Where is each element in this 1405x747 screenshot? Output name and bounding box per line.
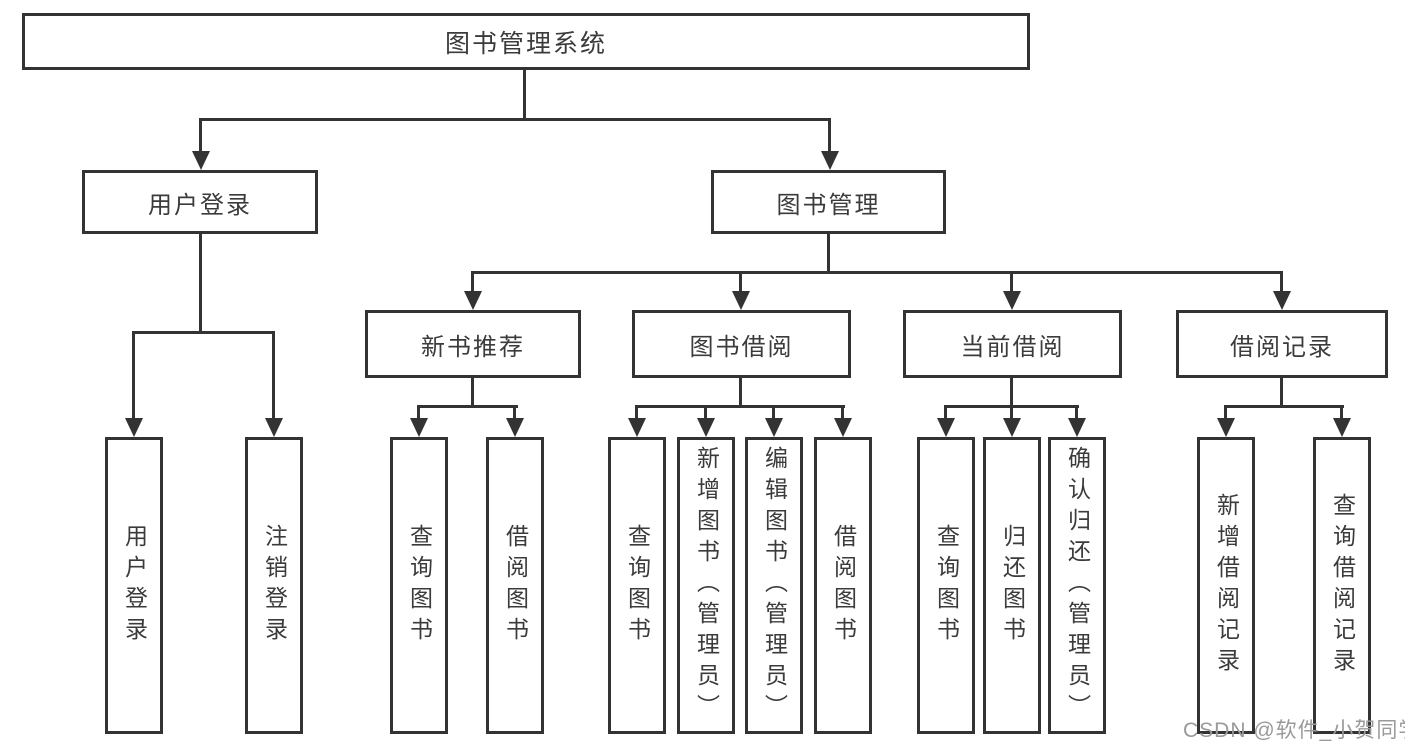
arrow-down (506, 418, 524, 437)
node-root: 图书管理系统 (22, 13, 1030, 70)
leaf-add-book-admin: 新增图书（管理员） (677, 437, 735, 734)
leaf-query-books-current: 查询图书 (917, 437, 975, 734)
connector-drop (635, 405, 638, 421)
connector-stem (471, 377, 474, 408)
arrow-down (1068, 418, 1086, 437)
leaf-user-login: 用户登录 (105, 437, 163, 734)
connector-stem (827, 233, 830, 274)
arrow-down (628, 418, 646, 437)
connector-drop (1075, 405, 1078, 421)
connector-drop (199, 118, 202, 154)
connector-stem (739, 377, 742, 408)
connector-drop (513, 405, 516, 421)
leaf-add-borrow-record: 新增借阅记录 (1197, 437, 1255, 734)
leaf-query-books-recommend: 查询图书 (390, 437, 448, 734)
arrow-down (697, 418, 715, 437)
leaf-query-borrow-record: 查询借阅记录 (1313, 437, 1371, 734)
arrow-down (834, 418, 852, 437)
leaf-edit-book-admin: 编辑图书（管理员） (745, 437, 803, 734)
connector-drop (944, 405, 947, 421)
leaf-confirm-return-admin: 确认归还（管理员） (1048, 437, 1106, 734)
connector-rail (1224, 405, 1344, 408)
connector-rail (471, 271, 1283, 274)
connector-drop (739, 271, 742, 294)
arrow-down (265, 418, 283, 437)
leaf-borrow-books-recommend: 借阅图书 (486, 437, 544, 734)
arrow-down (1003, 291, 1021, 310)
connector-drop (1224, 405, 1227, 421)
arrow-down (937, 418, 955, 437)
connector-drop (417, 405, 420, 421)
connector-drop (704, 405, 707, 421)
leaf-logout: 注销登录 (245, 437, 303, 734)
connector-drop (1010, 271, 1013, 294)
connector-drop (1280, 271, 1283, 294)
connector-drop (272, 331, 275, 421)
connector-stem (199, 233, 202, 334)
node-current-borrowing: 当前借阅 (903, 310, 1122, 378)
arrow-down (192, 151, 210, 170)
connector-drop (1010, 405, 1013, 421)
arrow-down (125, 418, 143, 437)
arrow-down (1333, 418, 1351, 437)
connector-drop (1340, 405, 1343, 421)
leaf-return-books: 归还图书 (983, 437, 1041, 734)
connector-root-rail (199, 118, 831, 121)
connector-stem (1280, 377, 1283, 408)
arrow-down (765, 418, 783, 437)
arrow-down (1273, 291, 1291, 310)
arrow-down (1217, 418, 1235, 437)
connector-rail (132, 331, 275, 334)
arrow-down (464, 291, 482, 310)
arrow-down (821, 151, 839, 170)
arrow-down (410, 418, 428, 437)
connector-root-stem (523, 69, 526, 118)
connector-rail (417, 405, 518, 408)
connector-rail (635, 405, 845, 408)
node-user-login: 用户登录 (82, 170, 318, 234)
node-book-borrowing: 图书借阅 (632, 310, 851, 378)
connector-drop (132, 331, 135, 421)
connector-drop (828, 118, 831, 154)
connector-drop (772, 405, 775, 421)
csdn-watermark: CSDN @软件_小贺同学 (1183, 719, 1405, 742)
connector-drop (841, 405, 844, 421)
leaf-borrow-books: 借阅图书 (814, 437, 872, 734)
node-borrowing-records: 借阅记录 (1176, 310, 1388, 378)
arrow-down (732, 291, 750, 310)
node-new-book-recommendation: 新书推荐 (365, 310, 581, 378)
arrow-down (1003, 418, 1021, 437)
connector-drop (471, 271, 474, 294)
connector-stem (1010, 377, 1013, 408)
node-book-management: 图书管理 (711, 170, 946, 234)
leaf-query-books-borrowing: 查询图书 (608, 437, 666, 734)
